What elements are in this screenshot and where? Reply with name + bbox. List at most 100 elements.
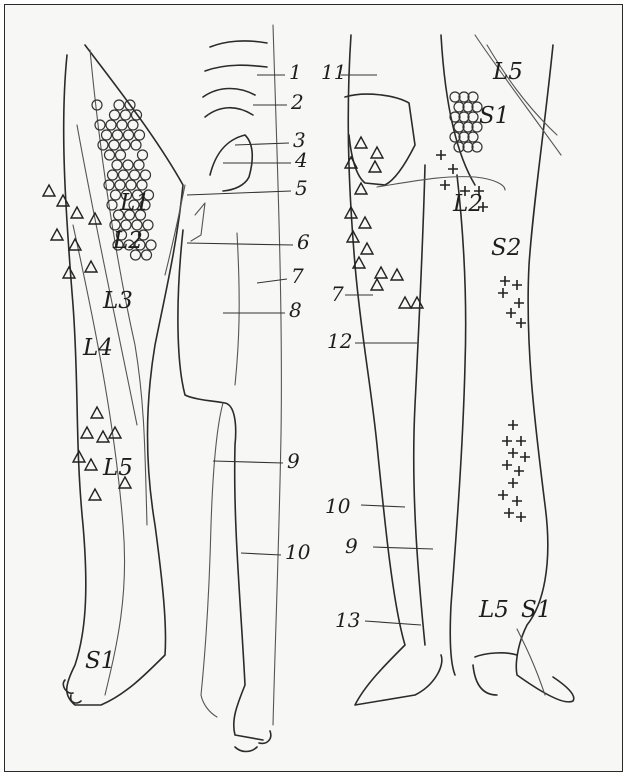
plus-marker: [512, 280, 522, 290]
number-label-12: 12: [327, 329, 352, 353]
number-label-7-back: 7: [331, 282, 344, 306]
circle-marker: [92, 100, 102, 110]
leader-line: [187, 191, 291, 195]
circle-marker: [130, 170, 140, 180]
circle-marker: [113, 130, 123, 140]
plus-marker: [448, 164, 458, 174]
circle-marker: [134, 160, 144, 170]
triangle-marker: [89, 489, 101, 500]
circle-marker: [112, 160, 122, 170]
plus-marker: [498, 490, 508, 500]
number-label-4: 4: [294, 148, 308, 172]
circle-marker: [123, 160, 133, 170]
segment-label-S1-back: S1: [479, 103, 509, 129]
circle-marker: [117, 120, 127, 130]
triangle-marker: [97, 431, 109, 442]
number-label-5: 5: [295, 176, 308, 200]
circle-marker: [126, 180, 136, 190]
leader-line: [365, 621, 421, 625]
number-label-10: 10: [285, 540, 311, 564]
plus-marker: [506, 308, 516, 318]
circle-marker: [124, 130, 134, 140]
circle-marker: [146, 240, 156, 250]
circle-marker: [116, 150, 126, 160]
segment-label-L5-back: L5: [492, 59, 523, 85]
number-label-7: 7: [291, 264, 304, 288]
triangle-marker: [391, 269, 403, 280]
number-label-1: 1: [289, 60, 302, 84]
segment-label-L3: L3: [102, 288, 133, 314]
circle-marker: [119, 170, 129, 180]
number-label-10-back: 10: [325, 494, 351, 518]
number-label-9-back: 9: [345, 534, 358, 558]
triangle-marker: [375, 267, 387, 278]
number-label-6: 6: [297, 230, 310, 254]
circle-marker: [108, 170, 118, 180]
plus-marker: [508, 448, 518, 458]
plus-marker-cluster: [436, 150, 530, 522]
triangle-marker: [71, 207, 83, 218]
triangle-marker: [399, 297, 411, 308]
triangle-marker: [361, 243, 373, 254]
leader-line: [213, 461, 283, 463]
circle-marker: [115, 180, 125, 190]
circle-marker-cluster-right: [450, 92, 482, 152]
plus-marker: [500, 276, 510, 286]
circle-marker: [131, 140, 141, 150]
triangle-marker: [91, 407, 103, 418]
number-label-2: 2: [290, 90, 304, 114]
triangle-marker: [63, 267, 75, 278]
circle-marker: [137, 180, 147, 190]
left-leg-outline: [63, 45, 185, 705]
middle-leg-outline: [178, 25, 281, 752]
circle-marker: [138, 150, 148, 160]
segment-label-L2: L2: [112, 228, 143, 254]
circle-marker: [114, 100, 124, 110]
plus-marker: [502, 460, 512, 470]
triangle-marker: [369, 161, 381, 172]
leader-line: [373, 547, 433, 549]
plus-marker: [498, 288, 508, 298]
number-label-9: 9: [287, 449, 300, 473]
plus-marker: [516, 512, 526, 522]
segment-label-L5: L5: [102, 455, 133, 481]
triangle-marker: [109, 427, 121, 438]
triangle-marker: [355, 137, 367, 148]
circle-marker: [110, 110, 120, 120]
circle-marker: [141, 170, 151, 180]
triangle-marker: [371, 279, 383, 290]
plus-marker: [512, 496, 522, 506]
plus-marker: [514, 298, 524, 308]
plus-marker: [508, 478, 518, 488]
number-label-8: 8: [289, 298, 302, 322]
plus-marker: [520, 452, 530, 462]
plus-marker: [440, 180, 450, 190]
plus-marker: [502, 436, 512, 446]
segment-label-L5-calf: L5: [478, 597, 509, 623]
segment-label-S2-back: S2: [491, 235, 521, 261]
circle-marker: [135, 130, 145, 140]
plus-marker: [504, 508, 514, 518]
triangle-marker: [371, 147, 383, 158]
circle-marker: [143, 220, 153, 230]
triangle-marker: [57, 195, 69, 206]
circle-marker: [106, 120, 116, 130]
triangle-marker: [51, 229, 63, 240]
leg-innervation-drawing: L1 L2 L3 L4 L5 S1 L5 S1 L2 S2: [5, 5, 624, 773]
circle-marker: [121, 110, 131, 120]
plus-marker: [516, 436, 526, 446]
leader-line: [241, 553, 281, 555]
plus-marker: [508, 420, 518, 430]
plus-marker: [516, 318, 526, 328]
leader-line: [187, 243, 293, 245]
circle-marker: [109, 140, 119, 150]
circle-marker: [128, 120, 138, 130]
segment-label-L4: L4: [82, 335, 113, 361]
circle-marker: [95, 120, 105, 130]
triangle-marker: [359, 217, 371, 228]
leader-line: [235, 143, 289, 145]
circle-marker: [111, 190, 121, 200]
triangle-marker: [411, 297, 423, 308]
segment-label-L1: L1: [119, 190, 150, 216]
circle-marker: [142, 250, 152, 260]
